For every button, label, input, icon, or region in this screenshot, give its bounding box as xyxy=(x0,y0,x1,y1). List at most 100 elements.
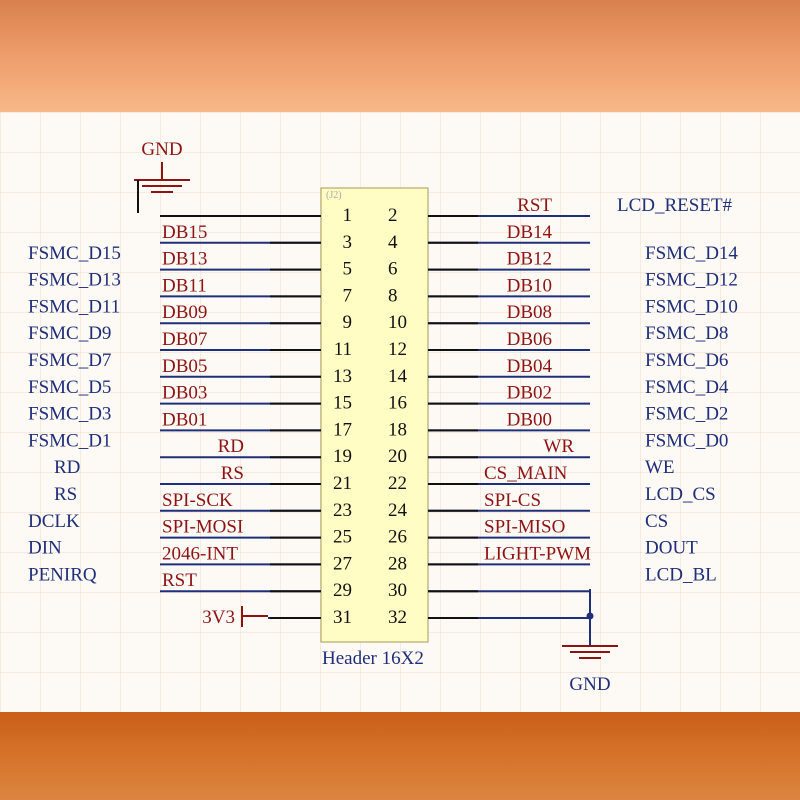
pin-number-left: 17 xyxy=(333,419,352,440)
right-signal-label: DB08 xyxy=(507,302,552,323)
pin-number-right: 18 xyxy=(388,419,407,440)
right-net-label: CS xyxy=(645,511,668,532)
right-signal-label: DB14 xyxy=(507,222,553,243)
right-signal-label: DB12 xyxy=(507,249,552,270)
pin-number-left: 9 xyxy=(343,312,353,333)
right-net-label: FSMC_D0 xyxy=(645,430,728,451)
left-signal-label: DB15 xyxy=(162,222,207,243)
left-signal-label: DB13 xyxy=(162,249,207,270)
left-net-label: FSMC_D9 xyxy=(28,323,111,344)
right-signal-label: DB10 xyxy=(507,275,552,296)
pin-number-right: 16 xyxy=(388,393,407,414)
header-part-name: Header 16X2 xyxy=(322,648,424,669)
left-signal-label: RD xyxy=(218,436,244,457)
pin-number-right: 20 xyxy=(388,446,407,467)
supply-3v3-label: 3V3 xyxy=(202,607,235,628)
header-body xyxy=(320,187,429,643)
pin-number-left: 13 xyxy=(333,366,352,387)
pin-number-left: 11 xyxy=(334,339,352,360)
left-signal-label: DB07 xyxy=(162,329,207,350)
right-net-label: FSMC_D14 xyxy=(645,243,738,264)
pin-number-left: 1 xyxy=(343,205,353,226)
left-net-label: FSMC_D13 xyxy=(28,270,121,291)
right-signal-label: WR xyxy=(543,436,574,457)
left-net-label: FSMC_D11 xyxy=(28,296,120,317)
pin-number-right: 12 xyxy=(388,339,407,360)
left-signal-label: SPI-SCK xyxy=(162,490,233,511)
right-signal-label: LIGHT-PWM xyxy=(484,543,591,564)
left-net-label: DCLK xyxy=(28,511,80,532)
supply-3v3-symbol xyxy=(241,606,268,627)
right-net-label: LCD_RESET# xyxy=(617,195,733,216)
pin-number-left: 3 xyxy=(343,232,353,253)
pin-number-right: 14 xyxy=(388,366,408,387)
left-net-label: RS xyxy=(54,484,77,505)
right-net-label: FSMC_D12 xyxy=(645,270,738,291)
pin-number-left: 21 xyxy=(333,473,352,494)
right-net-label: FSMC_D2 xyxy=(645,404,728,425)
right-net-label: LCD_CS xyxy=(645,484,716,505)
pin-number-right: 4 xyxy=(388,232,398,253)
right-net-label: WE xyxy=(645,457,675,478)
left-signal-label: 2046-INT xyxy=(162,543,238,564)
pin-number-right: 24 xyxy=(388,500,408,521)
right-net-label: FSMC_D6 xyxy=(645,350,728,371)
pin-number-left: 7 xyxy=(343,285,353,306)
header-designator: (J2) xyxy=(326,190,342,201)
right-signal-label: DB00 xyxy=(507,409,552,430)
bottom-orange-band xyxy=(0,712,800,800)
left-signal-label: DB01 xyxy=(162,409,207,430)
right-net-label: FSMC_D8 xyxy=(645,323,728,344)
pin-number-left: 29 xyxy=(333,580,352,601)
pin-number-right: 26 xyxy=(388,527,407,548)
left-net-label: RD xyxy=(54,457,80,478)
gnd-bottom-symbol xyxy=(562,589,618,659)
left-net-label: FSMC_D15 xyxy=(28,243,121,264)
right-signal-label: DB02 xyxy=(507,383,552,404)
pin-number-right: 28 xyxy=(388,553,407,574)
gnd-top-label: GND xyxy=(141,139,182,160)
left-net-label: FSMC_D1 xyxy=(28,430,111,451)
right-signal-label: SPI-MISO xyxy=(484,517,565,538)
pin-number-left: 31 xyxy=(333,607,352,628)
top-orange-band xyxy=(0,0,800,112)
left-signal-label: DB11 xyxy=(162,275,207,296)
pin-number-left: 15 xyxy=(333,393,352,414)
right-net-label: FSMC_D4 xyxy=(645,377,729,398)
pin-number-right: 6 xyxy=(388,259,398,280)
right-net-label: DOUT xyxy=(645,538,698,559)
right-signal-label: CS_MAIN xyxy=(484,463,568,484)
left-net-label: FSMC_D3 xyxy=(28,404,111,425)
pin-number-left: 23 xyxy=(333,500,352,521)
left-net-label: FSMC_D5 xyxy=(28,377,111,398)
pin-number-right: 30 xyxy=(388,580,407,601)
gnd-bottom-label: GND xyxy=(569,674,610,695)
right-signal-label: DB04 xyxy=(507,356,553,377)
pin-number-right: 10 xyxy=(388,312,407,333)
right-signal-label: DB06 xyxy=(507,329,552,350)
left-signal-label: DB05 xyxy=(162,356,207,377)
right-net-label: LCD_BL xyxy=(645,564,717,585)
right-signal-label: SPI-CS xyxy=(484,490,541,511)
left-signal-label: SPI-MOSI xyxy=(162,517,243,538)
pin-number-right: 2 xyxy=(388,205,398,226)
pin-number-left: 27 xyxy=(333,553,352,574)
left-net-label: DIN xyxy=(28,538,62,559)
left-signal-label: RS xyxy=(221,463,244,484)
pin-number-left: 5 xyxy=(343,259,353,280)
left-net-label: PENIRQ xyxy=(28,564,97,585)
right-signal-label: RST xyxy=(517,195,552,216)
pin-number-left: 19 xyxy=(333,446,352,467)
left-signal-label: DB09 xyxy=(162,302,207,323)
left-signal-label: DB03 xyxy=(162,383,207,404)
left-net-label: FSMC_D7 xyxy=(28,350,111,371)
pin-number-right: 8 xyxy=(388,285,398,306)
right-net-label: FSMC_D10 xyxy=(645,296,738,317)
left-signal-label: RST xyxy=(162,570,197,591)
pin-number-left: 25 xyxy=(333,527,352,548)
gnd-top-symbol xyxy=(134,162,190,213)
pin-number-right: 32 xyxy=(388,607,407,628)
pin-number-right: 22 xyxy=(388,473,407,494)
